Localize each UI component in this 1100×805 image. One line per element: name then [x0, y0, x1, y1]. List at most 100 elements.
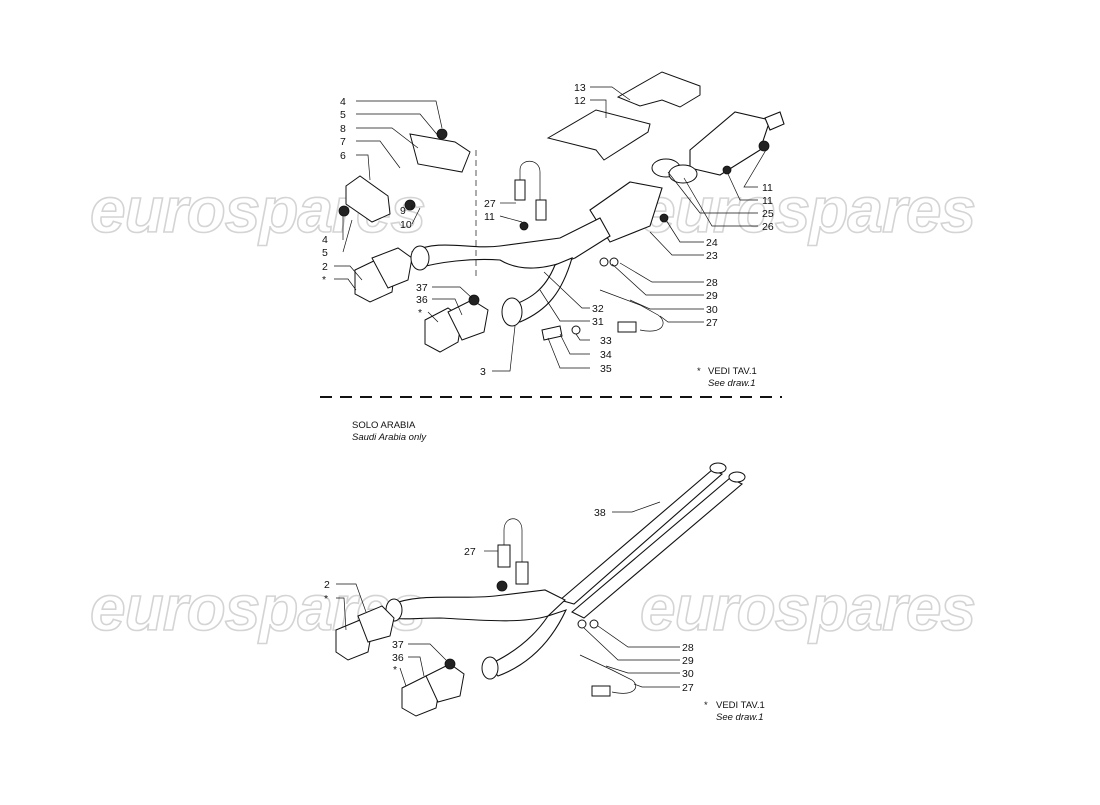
callout-3: 3 [480, 366, 486, 378]
callout-28: 28 [706, 277, 718, 289]
washer [404, 199, 416, 211]
bracket-plate [409, 133, 471, 173]
washer [589, 619, 599, 629]
callout-2: 2 [322, 261, 328, 273]
callout-4: 4 [322, 234, 328, 246]
oxygen-sensor-body [535, 199, 547, 221]
heat-shield-upper [616, 71, 701, 108]
callout-8: 8 [340, 123, 346, 135]
nut [519, 221, 529, 231]
washer [599, 257, 609, 267]
note-see-draw: See draw.1 [708, 378, 756, 389]
callout-10: 10 [400, 219, 412, 231]
callout-37: 37 [392, 639, 404, 651]
watermark-text: eurospares [640, 572, 975, 644]
washer [571, 325, 581, 335]
callout-star: * [418, 307, 422, 319]
watermark-text: eurospares [640, 174, 975, 246]
callout-5: 5 [340, 109, 346, 121]
y-pipe-upper [411, 217, 611, 269]
washer [577, 619, 587, 629]
callout-27: 27 [484, 198, 496, 210]
oxygen-sensor-body [515, 561, 529, 585]
oxygen-sensor-cable [599, 289, 664, 332]
callout-36: 36 [392, 652, 404, 664]
manifold-flange [447, 299, 489, 341]
pipe-outlet-flange [481, 656, 499, 680]
oxygen-sensor-body [514, 179, 526, 201]
callout-32: 32 [592, 303, 604, 315]
callout-37: 37 [416, 282, 428, 294]
nut [758, 140, 770, 152]
callout-star: * [324, 593, 328, 605]
callout-star: * [322, 274, 326, 286]
upper-leader-lines [334, 86, 767, 372]
y-pipe-lower-branch [487, 609, 568, 677]
oxygen-sensor-cable [503, 518, 523, 575]
spring [541, 325, 563, 341]
callout-11: 11 [762, 182, 773, 194]
pipe-stub [764, 111, 785, 131]
straight-pipe-38 [571, 477, 743, 619]
nut [444, 658, 456, 670]
pipe-end-flange [709, 462, 727, 474]
callout-26: 26 [762, 221, 774, 233]
callout-35: 35 [600, 363, 612, 375]
nut [436, 128, 448, 140]
callout-33: 33 [600, 335, 612, 347]
callout-29: 29 [682, 655, 694, 667]
upper-callouts: 4 5 8 7 6 9 10 4 5 2 * 37 36 * 13 12 27 … [322, 82, 774, 389]
note-vedi-tav: VEDI TAV.1 [708, 366, 757, 377]
callout-31: 31 [592, 316, 604, 328]
oxygen-sensor-body [591, 685, 611, 697]
callout-24: 24 [706, 237, 718, 249]
note-vedi-tav: VEDI TAV.1 [716, 700, 765, 711]
nut [496, 580, 508, 592]
y-pipe-lower-branch [503, 257, 573, 323]
callout-13: 13 [574, 82, 586, 94]
straight-pipe-38 [558, 469, 724, 605]
callout-29: 29 [706, 290, 718, 302]
callout-2: 2 [324, 579, 330, 591]
nut [722, 165, 732, 175]
gasket-26 [668, 164, 698, 184]
oxygen-sensor-body [497, 544, 511, 568]
lower-callouts: 38 27 2 * 37 36 * 28 29 30 27 * VEDI TAV… [324, 507, 765, 723]
callout-6: 6 [340, 150, 346, 162]
callout-11: 11 [484, 211, 495, 223]
heat-shield-lower [546, 109, 651, 161]
oxygen-sensor-cable [519, 160, 541, 205]
section-subtitle: Saudi Arabia only [352, 432, 427, 443]
callout-27: 27 [464, 546, 476, 558]
callout-7: 7 [340, 136, 346, 148]
callout-9: 9 [400, 205, 406, 217]
callout-star: * [393, 664, 397, 676]
callout-25: 25 [762, 208, 774, 220]
washer [609, 257, 619, 267]
callout-23: 23 [706, 250, 718, 262]
manifold-flange [357, 605, 395, 643]
note-see-draw: See draw.1 [716, 712, 764, 723]
callout-11: 11 [762, 195, 773, 207]
callout-34: 34 [600, 349, 612, 361]
note-star: * [697, 366, 701, 377]
callout-12: 12 [574, 95, 586, 107]
note-star: * [704, 700, 708, 711]
pipe-outlet-flange [501, 297, 523, 327]
y-pipe-lower [389, 589, 566, 622]
callout-28: 28 [682, 642, 694, 654]
oxygen-sensor-cable [579, 654, 636, 694]
callout-36: 36 [416, 294, 428, 306]
pipe-inlet-flange [410, 245, 430, 271]
bracket [345, 175, 391, 223]
callout-5: 5 [322, 247, 328, 259]
callout-30: 30 [682, 668, 694, 680]
manifold-flange [371, 247, 413, 289]
oxygen-sensor-body [617, 321, 637, 333]
upper-assembly [338, 71, 785, 353]
lower-leader-lines [336, 501, 680, 688]
callout-27: 27 [682, 682, 694, 694]
lower-assembly: SOLO ARABIA Saudi Arabia only [335, 420, 746, 717]
